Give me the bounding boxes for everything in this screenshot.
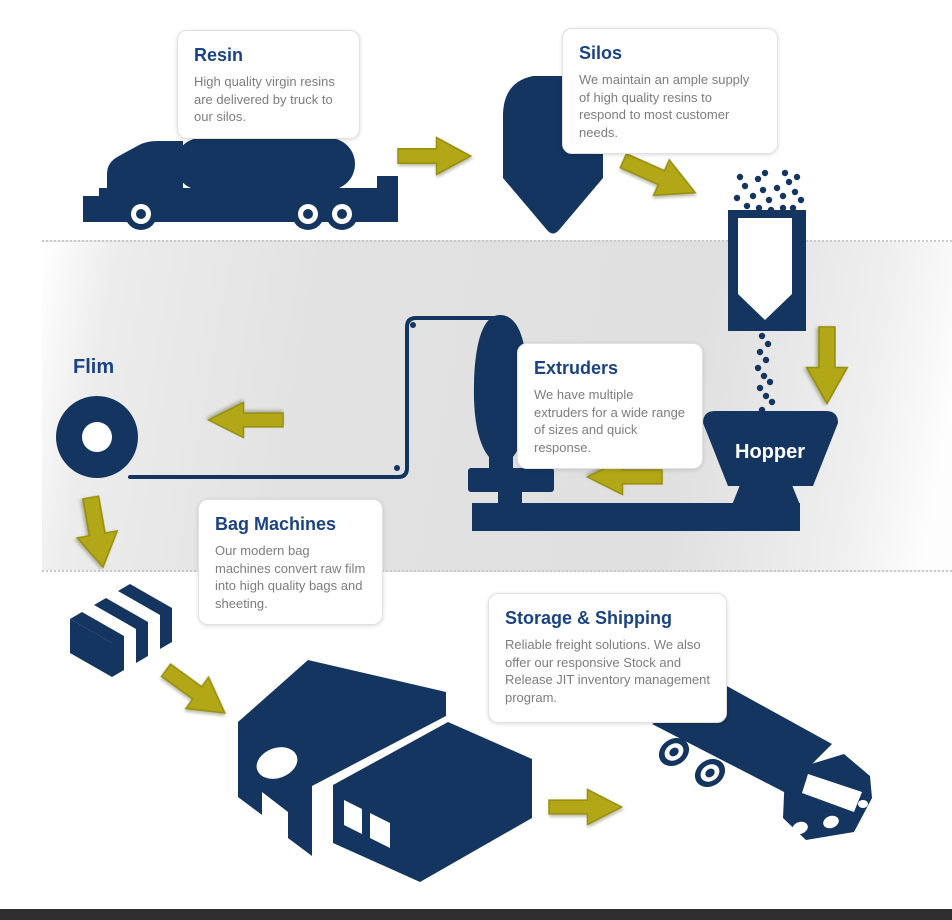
wheel	[658, 737, 690, 767]
film-roll-icon	[56, 316, 513, 479]
warehouse-icon	[238, 660, 532, 882]
extruder-icon: Hopper	[468, 315, 838, 531]
step-card-extruders: Extruders We have multiple extruders for…	[517, 343, 703, 469]
step-card-storage-shipping: Storage & Shipping Reliable freight solu…	[488, 593, 727, 723]
bag-stack-icon	[70, 584, 172, 677]
flow-arrow-silos-to-bin	[619, 152, 697, 197]
flow-arrow-extruder-to-film	[206, 401, 284, 439]
windshield	[802, 774, 862, 812]
flow-arrow-resin-to-silos	[397, 136, 473, 176]
card-body-extruders: We have multiple extruders for a wide ra…	[534, 387, 686, 455]
step-card-bag-machines: Bag Machines Our modern bag machines con…	[198, 499, 383, 625]
card-title-storage-shipping: Storage & Shipping	[505, 608, 673, 628]
hopper-icon: Hopper	[703, 411, 838, 505]
card-body-storage-shipping: Reliable freight solutions. We also offe…	[505, 637, 710, 705]
wheel	[823, 815, 839, 829]
step-card-resin: Resin High quality virgin resins are del…	[177, 30, 360, 139]
flow-arrow-bags-to-warehouse	[160, 663, 227, 714]
card-body-bag-machines: Our modern bag machines convert raw film…	[215, 543, 366, 611]
wheel	[326, 198, 358, 230]
flow-arrow-bin-to-hopper	[805, 326, 849, 406]
wheel	[292, 198, 324, 230]
hopper-label: Hopper	[735, 441, 805, 463]
tanker-truck-icon	[83, 138, 398, 230]
wheel	[125, 198, 157, 230]
film-label: Flim	[73, 356, 115, 378]
pellet-cluster-icon	[733, 169, 805, 214]
step-card-silos: Silos We maintain an ample supply of hig…	[562, 28, 778, 154]
card-title-resin: Resin	[194, 45, 244, 65]
card-title-silos: Silos	[579, 43, 623, 63]
wheel	[792, 821, 808, 835]
round-window	[256, 747, 298, 779]
headlight	[858, 800, 868, 808]
card-title-extruders: Extruders	[534, 358, 619, 378]
surge-bin-icon	[728, 210, 806, 331]
flow-arrow-warehouse-to-truck	[548, 788, 624, 826]
wheel	[694, 758, 726, 788]
footer-bar	[0, 909, 952, 920]
card-body-resin: High quality virgin resins are delivered…	[194, 74, 335, 124]
flow-arrow-film-to-bags	[75, 495, 119, 569]
window	[370, 813, 390, 848]
extruder-bubble	[473, 315, 529, 469]
window	[344, 800, 362, 834]
card-title-bag-machines: Bag Machines	[215, 514, 337, 534]
film-path-line	[128, 316, 504, 479]
pellet-stream-icon	[754, 332, 778, 428]
card-body-silos: We maintain an ample supply of high qual…	[579, 72, 750, 140]
